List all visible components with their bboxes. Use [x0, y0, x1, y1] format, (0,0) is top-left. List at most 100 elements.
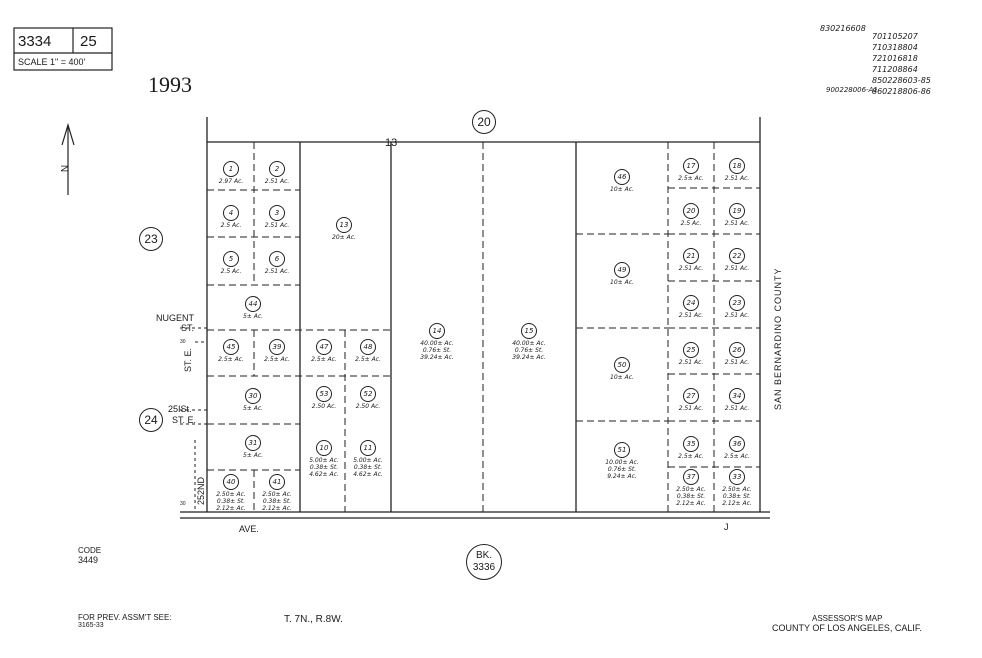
parcel-acreage: 40.00± Ac.0.76± St.39.24± Ac. — [504, 340, 554, 361]
parcel-acreage: 2.51 Ac. — [252, 222, 302, 229]
parcel-number[interactable]: 39 — [269, 339, 285, 355]
prev-assmt-label: FOR PREV. ASSM'T SEE: — [78, 613, 172, 622]
parcel-acreage: 2.50± Ac.0.38± St.2.12± Ac. — [712, 486, 762, 507]
parcel-number[interactable]: 52 — [360, 386, 376, 402]
north-arrow-lines — [61, 122, 75, 195]
parcel-number[interactable]: 15 — [521, 323, 537, 339]
parcel-number[interactable]: 3 — [269, 205, 285, 221]
parcel-acreage-line: 10± Ac. — [610, 186, 634, 193]
parcel-number[interactable]: 24 — [683, 295, 699, 311]
parcel-number[interactable]: 41 — [269, 474, 285, 490]
parcel-number[interactable]: 46 — [614, 169, 630, 185]
parcel-acreage-line: 2.5 Ac. — [680, 220, 702, 227]
parcel-acreage: 20± Ac. — [319, 234, 369, 241]
parcel-acreage-line: 5± Ac. — [242, 405, 264, 412]
parcel-acreage-line: 2.12± Ac. — [722, 500, 752, 507]
parcel-number[interactable]: 5 — [223, 251, 239, 267]
code-a: 830216608 — [820, 24, 866, 33]
parcel-acreage-line: 2.51 Ac. — [724, 359, 750, 366]
parcel-acreage-line: 4.62± Ac. — [353, 471, 383, 478]
parcel-acreage-line: 2.51 Ac. — [678, 405, 704, 412]
parcel-acreage-line: 9.24± Ac. — [607, 473, 637, 480]
adjacent-page-top[interactable]: 20 — [472, 110, 496, 134]
code-list: 701105207 710318804 721016818 711208864 … — [872, 32, 931, 96]
parcel-acreage: 5± Ac. — [228, 313, 278, 320]
parcel-number[interactable]: 44 — [245, 296, 261, 312]
parcel-acreage-line: 2.5± Ac. — [724, 453, 750, 460]
parcel-number[interactable]: 51 — [614, 442, 630, 458]
parcel-number[interactable]: 10 — [316, 440, 332, 456]
scale-label: SCALE 1" = 400' — [18, 57, 86, 67]
parcel-number[interactable]: 31 — [245, 435, 261, 451]
street-nugent-st: ST. — [181, 323, 195, 333]
parcel-acreage: 2.50± Ac.0.38± St.2.12± Ac. — [252, 491, 302, 512]
parcel-number[interactable]: 19 — [729, 203, 745, 219]
street-ave: AVE. — [239, 524, 259, 534]
parcel-acreage-line: 10± Ac. — [610, 374, 634, 381]
parcel-number[interactable]: 34 — [729, 388, 745, 404]
parcel-acreage-line: 2.51 Ac. — [724, 175, 750, 182]
parcel-acreage: 10.00± Ac.0.76± St.9.24± Ac. — [597, 459, 647, 480]
parcel-number[interactable]: 36 — [729, 436, 745, 452]
prev-assmt-value: 3165-33 — [78, 622, 104, 629]
parcel-number[interactable]: 26 — [729, 342, 745, 358]
parcel-number[interactable]: 22 — [729, 248, 745, 264]
parcel-acreage: 40.00± Ac.0.76± St.39.24± Ac. — [412, 340, 462, 361]
parcel-acreage-line: 2.51 Ac. — [678, 265, 704, 272]
parcel-number[interactable]: 48 — [360, 339, 376, 355]
parcel-number[interactable]: 4 — [223, 205, 239, 221]
parcel-acreage-line: 0.38± St. — [262, 498, 292, 505]
parcel-acreage-line: 2.51 Ac. — [724, 405, 750, 412]
parcel-acreage-line: 10.00± Ac. — [605, 459, 639, 466]
parcel-number[interactable]: 37 — [683, 469, 699, 485]
parcel-number[interactable]: 13 — [336, 217, 352, 233]
code-value: 3449 — [78, 555, 99, 565]
parcel-number[interactable]: 17 — [683, 158, 699, 174]
parcel-acreage-line: 2.50 Ac. — [355, 403, 381, 410]
parcel-acreage-line: 2.51 Ac. — [724, 312, 750, 319]
parcel-number[interactable]: 49 — [614, 262, 630, 278]
parcel-acreage: 2.97 Ac. — [206, 178, 256, 185]
parcel-number[interactable]: 20 — [683, 203, 699, 219]
parcel-number[interactable]: 1 — [223, 161, 239, 177]
parcel-acreage-line: 20± Ac. — [332, 234, 356, 241]
parcel-number[interactable]: 40 — [223, 474, 239, 490]
parcel-number[interactable]: 21 — [683, 248, 699, 264]
adjacent-page-left-lower[interactable]: 24 — [139, 408, 163, 432]
parcel-acreage-line: 2.51 Ac. — [678, 312, 704, 319]
parcel-number[interactable]: 33 — [729, 469, 745, 485]
parcel-acreage-line: 5± Ac. — [242, 313, 264, 320]
parcel-number[interactable]: 45 — [223, 339, 239, 355]
parcel-number[interactable]: 14 — [429, 323, 445, 339]
parcel-acreage-line: 2.5± Ac. — [311, 356, 337, 363]
parcel-acreage-line: 2.12± Ac. — [676, 500, 706, 507]
parcel-acreage: 2.50 Ac. — [299, 403, 349, 410]
parcel-acreage-line: 2.50± Ac. — [722, 486, 752, 493]
parcel-number[interactable]: 47 — [316, 339, 332, 355]
parcel-acreage: 2.5± Ac. — [343, 356, 393, 363]
parcel-number[interactable]: 6 — [269, 251, 285, 267]
parcel-number[interactable]: 27 — [683, 388, 699, 404]
parcel-acreage: 2.5± Ac. — [712, 453, 762, 460]
parcel-number[interactable]: 23 — [729, 295, 745, 311]
parcel-number[interactable]: 11 — [360, 440, 376, 456]
north-label: N — [60, 164, 72, 173]
parcel-number[interactable]: 2 — [269, 161, 285, 177]
parcel-acreage: 2.5 Ac. — [206, 222, 256, 229]
adjacent-book-bottom[interactable]: BK. 3336 — [466, 544, 502, 580]
parcel-number[interactable]: 25 — [683, 342, 699, 358]
parcel-number[interactable]: 50 — [614, 357, 630, 373]
parcel-number[interactable]: 53 — [316, 386, 332, 402]
parcel-number[interactable]: 18 — [729, 158, 745, 174]
street-25th: 25ISt. — [168, 404, 192, 414]
parcel-number[interactable]: 30 — [245, 388, 261, 404]
parcel-acreage: 2.51 Ac. — [712, 220, 762, 227]
parcel-acreage-line: 0.38± St. — [676, 493, 706, 500]
parcel-acreage-line: 2.50± Ac. — [262, 491, 292, 498]
parcel-number[interactable]: 35 — [683, 436, 699, 452]
county-title: COUNTY OF LOS ANGELES, CALIF. — [772, 623, 922, 633]
parcel-acreage: 2.51 Ac. — [712, 175, 762, 182]
parcel-acreage-line: 0.38± St. — [309, 464, 339, 471]
street-252nd: 252ND — [196, 476, 206, 505]
adjacent-page-left-upper[interactable]: 23 — [139, 227, 163, 251]
